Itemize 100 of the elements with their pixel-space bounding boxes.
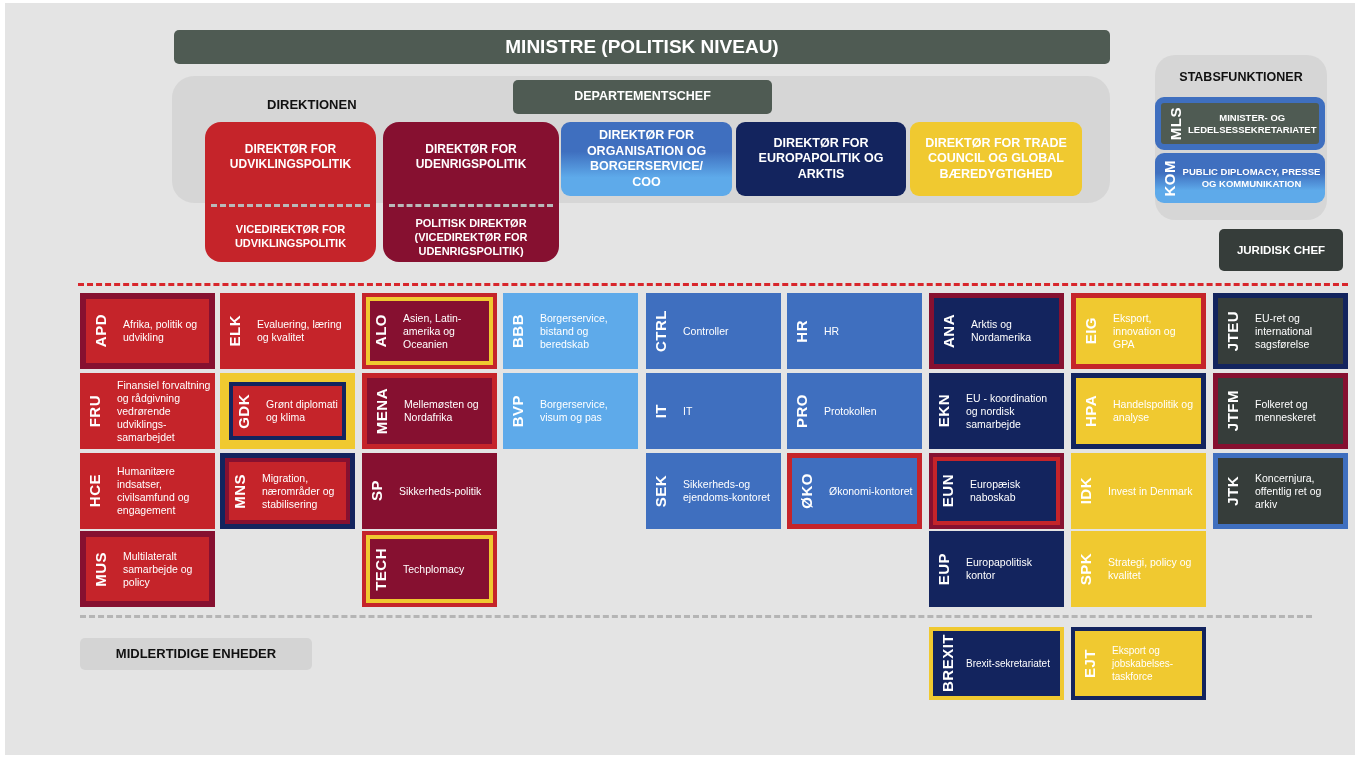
department-name: Grønt diplomati og klima bbox=[266, 398, 339, 424]
title-bar bbox=[513, 80, 772, 114]
department-box bbox=[1155, 97, 1325, 150]
group-panel bbox=[1155, 55, 1327, 220]
department-name: Humanitære indsatser, civilsamfund og engagement bbox=[117, 465, 191, 517]
department-code: HPA bbox=[1082, 394, 1099, 428]
department-name: Økonomi-kontoret bbox=[829, 484, 913, 498]
title-bar bbox=[1219, 229, 1343, 271]
department-box bbox=[362, 293, 497, 369]
department-code: BBB bbox=[509, 314, 526, 348]
department-box bbox=[787, 453, 922, 529]
department-code: MUS bbox=[92, 551, 109, 587]
department-code: BREXIT bbox=[939, 634, 956, 693]
department-box bbox=[787, 373, 922, 449]
department-code: EJT bbox=[1081, 649, 1098, 678]
department-code: ALO bbox=[372, 314, 389, 348]
director-title: POLITISK DIREKTØR (VICEDIREKTØR FOR UDENRIGSPOLITIK) bbox=[413, 216, 529, 258]
department-code: ANA bbox=[940, 314, 957, 348]
department-name: Eksport, innovation og GPA bbox=[1113, 311, 1177, 351]
department-box bbox=[929, 531, 1064, 607]
department-name: EU - koordination og nordisk samarbejde bbox=[966, 391, 1049, 431]
department-name: Asien, Latin-amerika og Oceanien bbox=[403, 311, 463, 351]
director-box bbox=[736, 122, 906, 196]
department-code: SEK bbox=[652, 474, 669, 508]
department-box bbox=[220, 373, 355, 449]
department-code: APD bbox=[92, 314, 109, 348]
department-code: JTEU bbox=[1224, 310, 1241, 352]
department-box bbox=[1155, 153, 1325, 203]
department-name: Finansiel forvaltning og rådgivning vedrørende udviklings-samarbejdet bbox=[117, 378, 211, 444]
department-box bbox=[646, 453, 781, 529]
department-box bbox=[80, 531, 215, 607]
director-box bbox=[383, 122, 559, 262]
department-name: Strategi, policy og kvalitet bbox=[1108, 556, 1193, 582]
department-box bbox=[646, 373, 781, 449]
department-code: HCE bbox=[86, 474, 103, 508]
department-box bbox=[1071, 627, 1206, 700]
department-code: MLS bbox=[1167, 106, 1184, 141]
department-name: IT bbox=[683, 404, 693, 418]
department-box bbox=[220, 453, 355, 529]
department-name: Invest in Denmark bbox=[1108, 484, 1193, 498]
department-box bbox=[646, 293, 781, 369]
heading-text: JURIDISK CHEF bbox=[1235, 242, 1327, 258]
department-code: PRO bbox=[793, 394, 810, 428]
department-name: Eksport og jobskabelses-taskforce bbox=[1112, 644, 1175, 683]
department-box bbox=[362, 531, 497, 607]
department-code: EKN bbox=[935, 394, 952, 428]
department-name: Techplomacy bbox=[403, 562, 465, 576]
department-name: Borgerservice, visum og pas bbox=[540, 398, 609, 424]
department-code: IDK bbox=[1077, 477, 1094, 505]
department-name: Folkeret og menneskeret bbox=[1255, 398, 1317, 424]
department-box bbox=[503, 293, 638, 369]
department-name: Brexit-sekretariatet bbox=[966, 657, 1050, 670]
department-box bbox=[1071, 453, 1206, 529]
department-name: HR bbox=[824, 324, 840, 338]
department-name: Controller bbox=[683, 324, 729, 338]
director-box bbox=[205, 122, 376, 262]
department-name: PUBLIC DIPLOMACY, PRESSE OG KOMMUNIKATION bbox=[1182, 166, 1321, 190]
director-box bbox=[910, 122, 1082, 196]
department-name: MINISTER- OG LEDELSESSEKRETARIATET bbox=[1188, 111, 1317, 136]
department-code: EIG bbox=[1082, 317, 1099, 345]
department-box bbox=[362, 453, 497, 529]
heading-text: DIREKTØR FOR EUROPAPOLITIK OG ARKTIS bbox=[757, 135, 885, 183]
department-box bbox=[1213, 373, 1348, 449]
director-title: DIREKTØR FOR UDENRIGSPOLITIK bbox=[414, 142, 528, 172]
department-code: SPK bbox=[1077, 552, 1094, 586]
department-box bbox=[1213, 453, 1348, 529]
department-name: Europapolitisk kontor bbox=[966, 556, 1033, 582]
heading-text: DEPARTEMENTSCHEF bbox=[573, 89, 712, 105]
department-code: BVP bbox=[509, 394, 526, 428]
department-name: Protokollen bbox=[824, 404, 877, 418]
department-name: Migration, nærområder og stabilisering bbox=[262, 471, 336, 511]
department-box bbox=[1071, 531, 1206, 607]
department-code: JTFM bbox=[1224, 390, 1241, 432]
director-title: DIREKTØR FOR UDVIKLINGSPOLITIK bbox=[228, 142, 353, 172]
department-box bbox=[1071, 293, 1206, 369]
heading-text: MINISTRE (POLITISK NIVEAU) bbox=[504, 36, 780, 58]
department-code: JTK bbox=[1224, 476, 1241, 506]
department-code: ØKO bbox=[798, 473, 815, 509]
department-name: Europæisk naboskab bbox=[970, 478, 1022, 504]
department-name: Koncernjura, offentlig ret og arkiv bbox=[1255, 471, 1323, 511]
department-code: EUN bbox=[939, 474, 956, 508]
department-name: Sikkerheds-politik bbox=[399, 484, 482, 498]
department-code: MNS bbox=[231, 473, 248, 509]
department-box bbox=[929, 293, 1064, 369]
department-code: ELK bbox=[226, 315, 243, 347]
department-box bbox=[929, 453, 1064, 529]
department-name: Sikkerheds-og ejendoms-kontoret bbox=[683, 478, 771, 504]
department-name: EU-ret og international sagsførelse bbox=[1255, 311, 1314, 351]
department-name: Multilateralt samarbejde og policy bbox=[123, 549, 194, 589]
department-box bbox=[787, 293, 922, 369]
heading-text: MIDLERTIDIGE ENHEDER bbox=[114, 646, 278, 662]
heading-text: DIREKTØR FOR TRADE COUNCIL OG GLOBAL BÆREDYGTIGHED bbox=[924, 135, 1068, 183]
department-code: EUP bbox=[935, 552, 952, 586]
group-heading: STABSFUNKTIONER bbox=[1178, 70, 1304, 84]
department-name: Evaluering, læring og kvalitet bbox=[257, 318, 343, 344]
department-code: SP bbox=[368, 480, 385, 502]
department-code: HR bbox=[793, 319, 810, 343]
department-code: MENA bbox=[373, 387, 390, 435]
department-box bbox=[929, 627, 1064, 700]
department-code: GDK bbox=[235, 393, 252, 429]
